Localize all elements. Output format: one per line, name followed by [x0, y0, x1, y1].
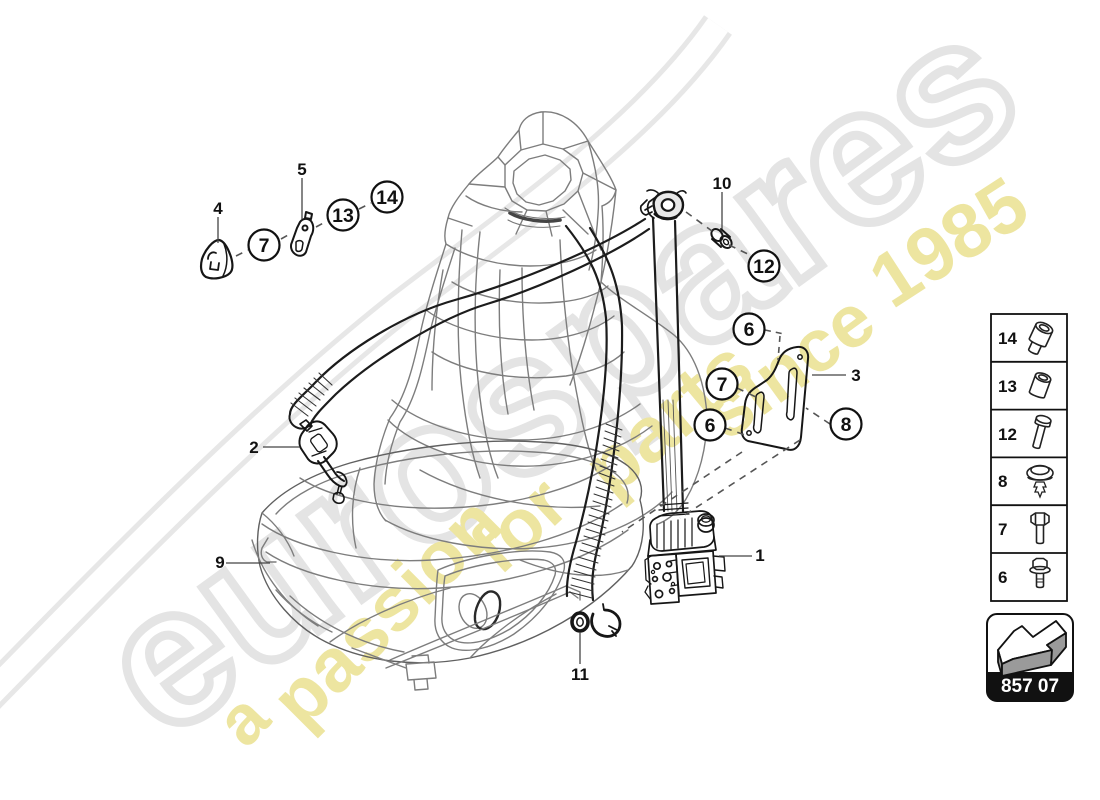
svg-text:1: 1 [755, 546, 764, 565]
svg-text:11: 11 [571, 665, 589, 684]
svg-text:8: 8 [841, 414, 852, 436]
svg-text:8: 8 [998, 472, 1007, 491]
svg-text:10: 10 [713, 174, 732, 193]
svg-text:7: 7 [998, 520, 1007, 539]
svg-text:12: 12 [998, 425, 1017, 444]
svg-text:12: 12 [753, 256, 775, 278]
svg-text:2: 2 [249, 438, 258, 457]
svg-text:6: 6 [744, 319, 755, 341]
svg-text:7: 7 [717, 374, 728, 396]
svg-text:5: 5 [297, 160, 306, 179]
svg-text:3: 3 [851, 366, 860, 385]
svg-text:13: 13 [332, 205, 354, 227]
svg-text:6: 6 [998, 568, 1007, 587]
svg-text:7: 7 [259, 235, 270, 257]
svg-text:14: 14 [998, 329, 1017, 348]
svg-text:9: 9 [215, 553, 224, 572]
svg-text:6: 6 [705, 415, 716, 437]
svg-text:14: 14 [376, 187, 398, 209]
svg-text:4: 4 [213, 199, 223, 218]
svg-text:13: 13 [998, 377, 1017, 396]
svg-text:857 07: 857 07 [1001, 676, 1059, 697]
